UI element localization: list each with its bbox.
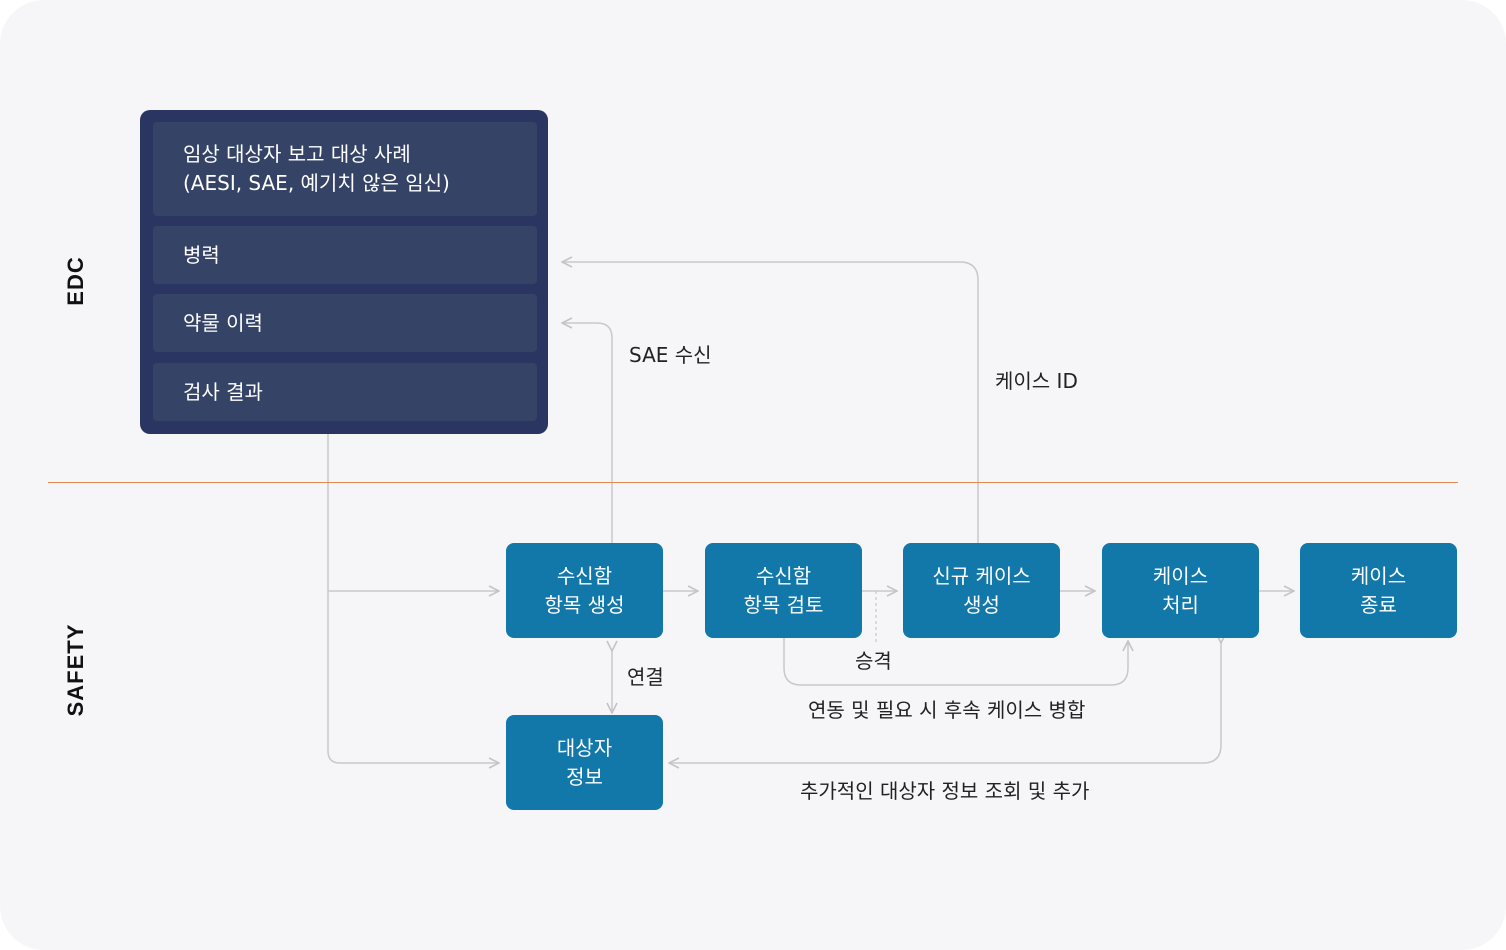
edc-item-line: (AESI, SAE, 예기치 않은 임신) bbox=[183, 171, 450, 195]
node-subject-info: 대상자 정보 bbox=[506, 715, 663, 810]
edc-item-medication-history: 약물 이력 bbox=[153, 294, 537, 352]
node-line: 케이스 bbox=[1350, 563, 1407, 588]
edc-item-line: 병력 bbox=[183, 242, 220, 267]
lane-label-safety: SAFETY bbox=[63, 623, 88, 717]
node-inbox-item-create: 수신함 항목 생성 bbox=[506, 543, 663, 638]
node-case-closure: 케이스 종료 bbox=[1300, 543, 1457, 638]
node-line: 처리 bbox=[1162, 592, 1199, 617]
node-new-case-create: 신규 케이스 생성 bbox=[903, 543, 1060, 638]
edc-panel: 임상 대상자 보고 대상 사례 (AESI, SAE, 예기치 않은 임신) 병… bbox=[140, 110, 548, 434]
lane-label-edc: EDC bbox=[63, 256, 88, 306]
node-line: 신규 케이스 bbox=[932, 563, 1031, 588]
connector-case-id bbox=[563, 262, 979, 543]
node-line: 생성 bbox=[963, 592, 1000, 617]
connector-edc-to-subject-info bbox=[327, 591, 498, 763]
node-line: 정보 bbox=[566, 764, 603, 789]
node-line: 수신함 bbox=[755, 563, 812, 588]
edge-label-sae-receive: SAE 수신 bbox=[629, 343, 712, 367]
connector-sae-receive bbox=[563, 323, 613, 543]
node-line: 종료 bbox=[1360, 592, 1397, 617]
edc-item-line: 임상 대상자 보고 대상 사례 bbox=[183, 142, 411, 166]
edc-item-medical-history: 병력 bbox=[153, 226, 537, 284]
node-line: 케이스 bbox=[1152, 563, 1209, 588]
node-line: 항목 생성 bbox=[544, 592, 625, 617]
node-line: 항목 검토 bbox=[743, 592, 824, 617]
connector-sync-merge bbox=[783, 638, 1128, 686]
edge-label-case-id: 케이스 ID bbox=[995, 369, 1078, 393]
edc-item-lab-results: 검사 결과 bbox=[153, 363, 537, 421]
node-line: 수신함 bbox=[556, 563, 613, 588]
connector-additional-info bbox=[670, 642, 1221, 763]
edc-item-reportable-cases: 임상 대상자 보고 대상 사례 (AESI, SAE, 예기치 않은 임신) bbox=[153, 122, 537, 216]
node-inbox-item-review: 수신함 항목 검토 bbox=[705, 543, 862, 638]
connector-edc-to-inbox-create bbox=[327, 434, 498, 591]
edge-label-link: 연결 bbox=[627, 665, 664, 689]
lane-divider bbox=[48, 482, 1458, 483]
edc-item-line: 약물 이력 bbox=[183, 310, 263, 335]
node-line: 대상자 bbox=[556, 735, 613, 760]
node-case-processing: 케이스 처리 bbox=[1102, 543, 1259, 638]
edge-label-additional-info: 추가적인 대상자 정보 조회 및 추가 bbox=[800, 779, 1090, 803]
edge-label-sync-merge: 연동 및 필요 시 후속 케이스 병합 bbox=[808, 698, 1086, 722]
edge-label-escalate: 승격 bbox=[855, 649, 892, 673]
edc-item-line: 검사 결과 bbox=[183, 379, 263, 404]
